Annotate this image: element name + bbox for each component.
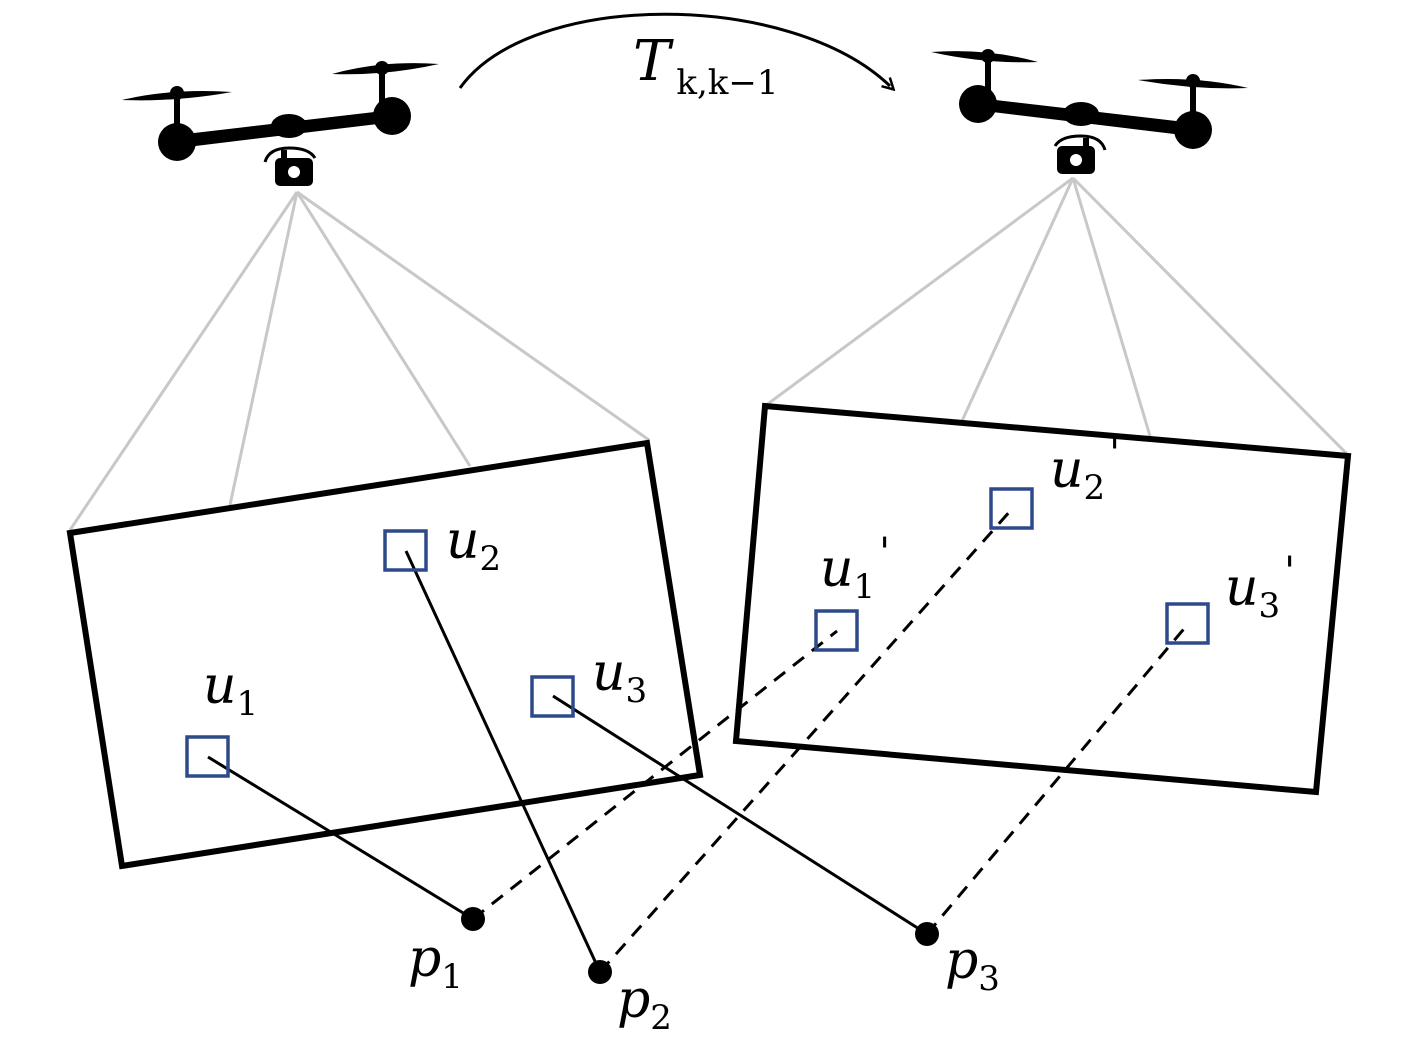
projection-line-u2-p2 <box>404 550 602 973</box>
point-p1 <box>461 907 485 931</box>
camera-rays-right <box>764 176 1350 457</box>
point-p2 <box>588 960 612 984</box>
quadcopter-camera-icon <box>929 47 1250 176</box>
projection-line-u3-p3 <box>552 694 928 936</box>
camera-rays-left <box>68 190 650 531</box>
feature-box-u1-prime <box>814 609 859 652</box>
feature-box-u3-prime <box>1165 602 1210 645</box>
image-frame-left <box>66 439 704 870</box>
label-u2: u2 <box>446 511 501 579</box>
quadcopter-camera-icon <box>120 59 441 188</box>
reprojection-line-p1-u1p <box>472 629 838 921</box>
feature-box-u3 <box>530 675 575 718</box>
feature-box-u2-prime <box>989 487 1034 530</box>
transform-arc <box>458 12 890 88</box>
label-u1: u1 <box>203 656 258 724</box>
point-p3 <box>915 922 939 946</box>
projection-line-u1-p1 <box>207 755 474 921</box>
feature-box-u1 <box>185 735 230 778</box>
label-u3-prime: u3' <box>1225 549 1295 626</box>
label-p1: p1 <box>408 929 463 997</box>
feature-box-u2 <box>383 529 428 572</box>
label-u3: u3 <box>592 643 647 711</box>
reprojection-line-p3-u3p <box>925 623 1190 935</box>
label-u2-prime: u2' <box>1050 431 1120 508</box>
label-u1-prime: u1' <box>820 530 890 607</box>
label-p3: p3 <box>945 931 1000 999</box>
label-p2: p2 <box>617 970 672 1038</box>
reprojection-line-p2-u2p <box>598 508 1014 973</box>
image-frame-right <box>732 402 1352 796</box>
